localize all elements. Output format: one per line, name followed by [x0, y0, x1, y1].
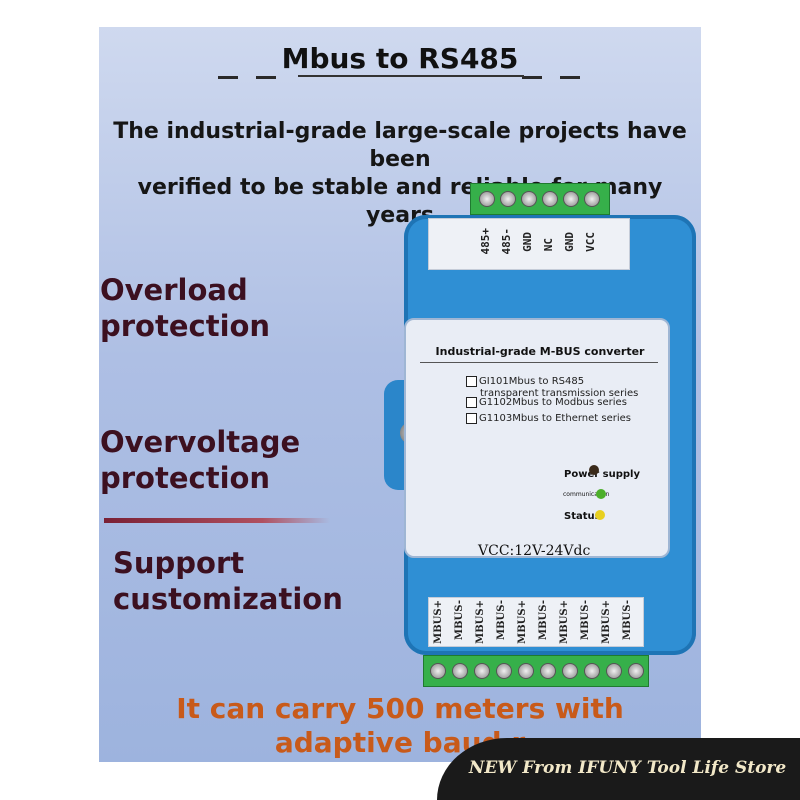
option-label: GI101Mbus to RS485 [479, 376, 585, 387]
series-option: G1102Mbus to Modbus series [466, 397, 627, 409]
bottom-pin: MBUS+ [601, 600, 612, 644]
top-pin-label [428, 218, 630, 270]
checkbox-icon [466, 413, 477, 424]
feature-line: protection [100, 461, 271, 495]
led-label-power: Power supply [564, 469, 640, 480]
option-label: transparent transmission series [480, 388, 639, 399]
title-dash [560, 76, 580, 79]
subtitle-line: The industrial-grade large-scale project… [113, 119, 687, 172]
terminal-screw-icon [563, 191, 579, 207]
status-led-icon [595, 510, 605, 520]
title-dash [256, 76, 276, 79]
bottom-pin: MBUS+ [475, 600, 486, 644]
bottom-pin: MBUS- [538, 600, 549, 640]
terminal-screw-icon [474, 663, 490, 679]
faceplate-rule [420, 362, 658, 363]
feature-overload: Overload protection [100, 272, 270, 344]
led-label-status: Status [564, 511, 601, 522]
terminal-screw-icon [452, 663, 468, 679]
top-pin: GND [521, 232, 534, 252]
terminal-screw-icon [584, 191, 600, 207]
feature-line: Overload [100, 273, 248, 307]
feature-line: customization [113, 582, 343, 616]
terminal-screw-icon [496, 663, 512, 679]
feature-line: protection [100, 309, 271, 343]
checkbox-icon [466, 397, 477, 408]
title-dash [218, 76, 238, 79]
store-banner [437, 738, 800, 800]
top-pin: 485+ [479, 228, 492, 255]
feature-overvoltage: Overvoltage protection [100, 424, 300, 496]
terminal-screw-icon [479, 191, 495, 207]
title-dash [522, 76, 542, 79]
vcc-rating: VCC:12V-24Vdc [478, 543, 591, 559]
faceplate-title: Industrial-grade M-BUS converter [435, 345, 645, 358]
series-option: G1103Mbus to Ethernet series [466, 413, 631, 425]
checkbox-icon [466, 376, 477, 387]
bottom-pin: MBUS- [454, 600, 465, 640]
terminal-screw-icon [562, 663, 578, 679]
terminal-screw-icon [540, 663, 556, 679]
power-led-icon [589, 465, 599, 475]
led-label-communication: communication [563, 491, 610, 498]
feature-line: Support [113, 546, 245, 580]
option-label: G1102Mbus to Modbus series [479, 397, 627, 408]
top-pin: GND [563, 232, 576, 252]
title-underline [298, 75, 524, 77]
feature-line: Overvoltage [100, 425, 301, 459]
bottom-pin: MBUS+ [559, 600, 570, 644]
terminal-screw-icon [542, 191, 558, 207]
bottom-pin: MBUS- [580, 600, 591, 640]
feature-divider [104, 518, 330, 523]
terminal-screw-icon [430, 663, 446, 679]
terminal-screw-icon [518, 663, 534, 679]
terminal-screw-icon [606, 663, 622, 679]
bottom-pin-label [428, 597, 644, 647]
top-pin: NC [542, 238, 555, 252]
bottom-pin: MBUS- [622, 600, 633, 640]
bottom-caption-line: It can carry 500 meters with [176, 692, 624, 725]
communication-led-icon [596, 489, 606, 499]
bottom-pin: MBUS+ [517, 600, 528, 644]
store-banner-text: NEW From IFUNY Tool Life Store [468, 758, 787, 778]
device-faceplate [404, 318, 670, 558]
terminal-screw-icon [584, 663, 600, 679]
terminal-screw-icon [500, 191, 516, 207]
subtitle: The industrial-grade large-scale project… [104, 118, 696, 230]
feature-customization: Support customization [113, 545, 343, 617]
series-option: GI101Mbus to RS485 transparent transmiss… [466, 376, 638, 400]
bottom-pin: MBUS+ [433, 600, 444, 644]
top-pin: VCC [584, 232, 597, 252]
page-title: Mbus to RS485 [281, 42, 519, 75]
option-label: G1103Mbus to Ethernet series [479, 413, 631, 424]
top-pin: 485- [500, 228, 513, 255]
bottom-pin: MBUS- [496, 600, 507, 640]
terminal-screw-icon [521, 191, 537, 207]
terminal-screw-icon [628, 663, 644, 679]
